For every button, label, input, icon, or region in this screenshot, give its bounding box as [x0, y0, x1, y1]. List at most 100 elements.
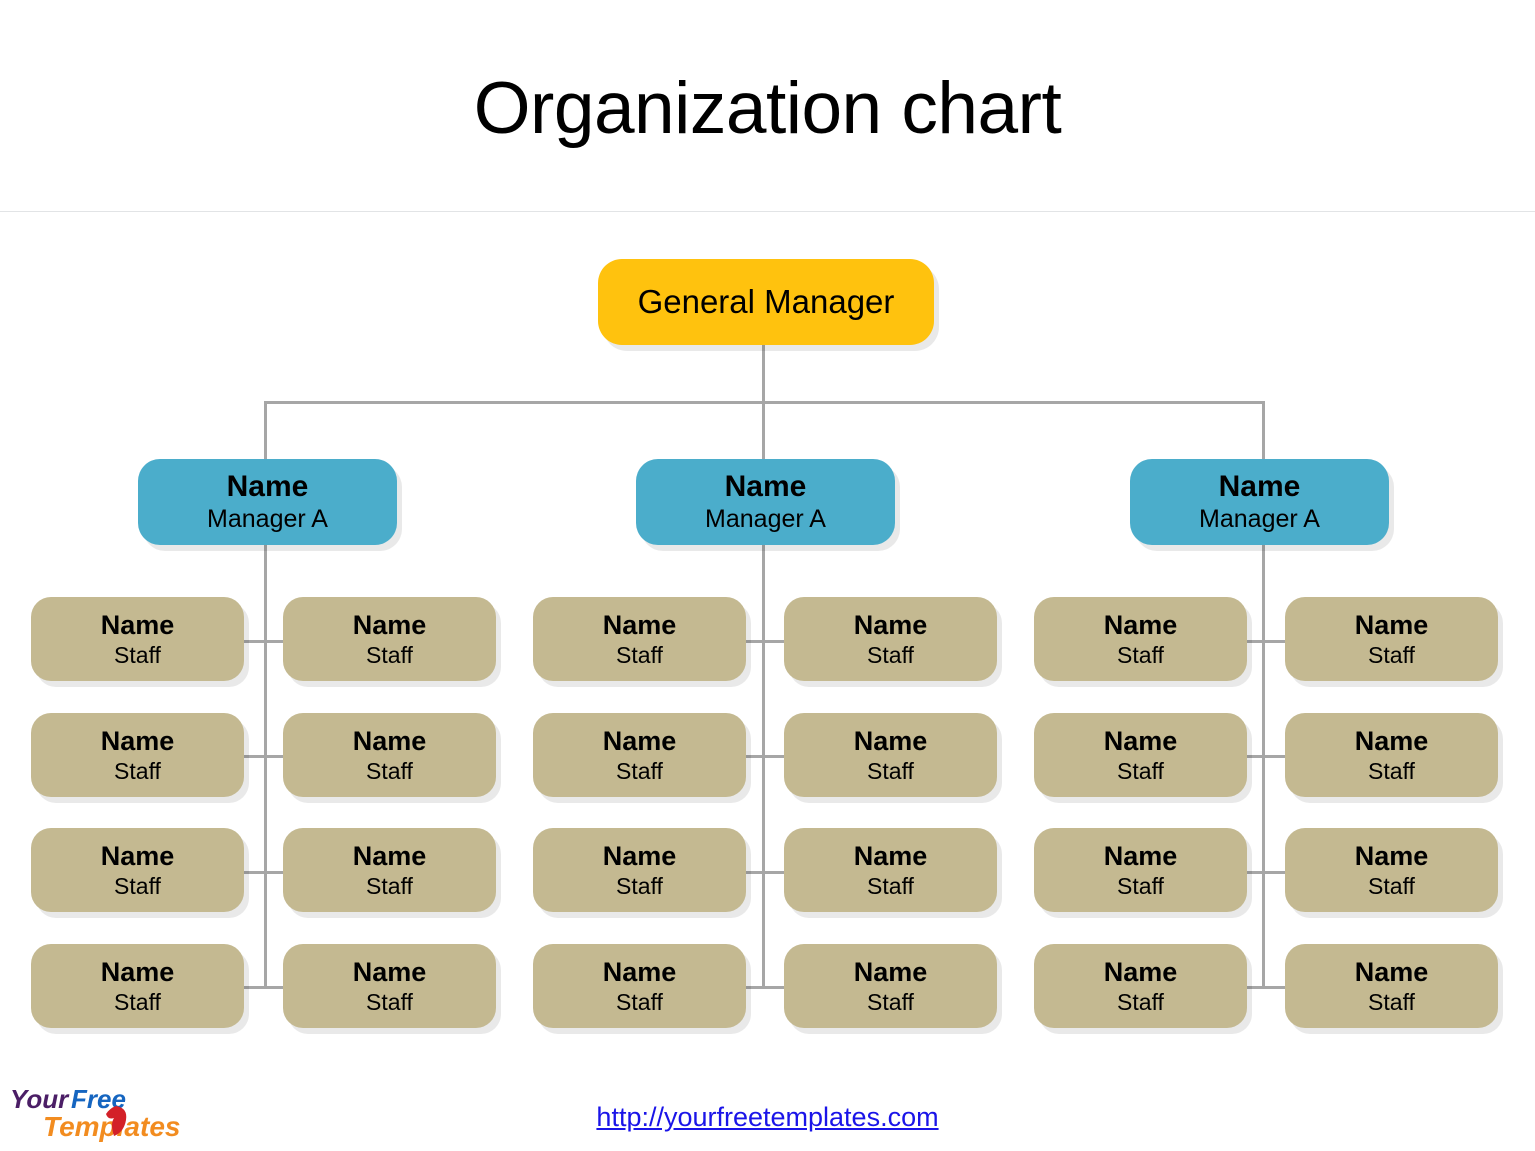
node-staff-g1-r1-c2[interactable]: Name Staff [283, 597, 496, 681]
node-staff-g2-r3-c1[interactable]: Name Staff [533, 828, 746, 912]
node-staff-role: Staff [1368, 641, 1415, 668]
site-url-link[interactable]: http://yourfreetemplates.com [596, 1102, 939, 1132]
node-staff-name: Name [602, 956, 677, 987]
node-staff-g1-r1-c1[interactable]: Name Staff [31, 597, 244, 681]
node-staff-role: Staff [114, 872, 161, 899]
node-staff-g2-r1-c1[interactable]: Name Staff [533, 597, 746, 681]
node-staff-role: Staff [1117, 988, 1164, 1015]
node-manager-2[interactable]: Name Manager A [636, 459, 895, 545]
connector-stub-g1-r3-right [264, 871, 290, 874]
node-staff-g3-r2-c1[interactable]: Name Staff [1034, 713, 1247, 797]
node-staff-role: Staff [366, 757, 413, 784]
node-manager-2-role: Manager A [705, 505, 826, 533]
node-staff-role: Staff [616, 988, 663, 1015]
node-manager-3-role: Manager A [1199, 505, 1320, 533]
node-staff-name: Name [853, 840, 928, 871]
connector-stub-g1-r1-right [264, 640, 290, 643]
node-manager-1[interactable]: Name Manager A [138, 459, 397, 545]
connector-spine-group-1 [264, 545, 267, 988]
node-staff-name: Name [100, 725, 175, 756]
node-staff-name: Name [602, 840, 677, 871]
node-manager-2-name: Name [724, 470, 807, 503]
node-staff-g2-r2-c1[interactable]: Name Staff [533, 713, 746, 797]
node-staff-g3-r3-c1[interactable]: Name Staff [1034, 828, 1247, 912]
node-staff-name: Name [100, 840, 175, 871]
node-staff-name: Name [352, 840, 427, 871]
node-staff-g3-r1-c1[interactable]: Name Staff [1034, 597, 1247, 681]
node-staff-g1-r2-c1[interactable]: Name Staff [31, 713, 244, 797]
node-staff-name: Name [100, 956, 175, 987]
connector-stub-g3-r2-left [1238, 755, 1264, 758]
node-manager-3[interactable]: Name Manager A [1130, 459, 1389, 545]
node-staff-g3-r1-c2[interactable]: Name Staff [1285, 597, 1498, 681]
node-staff-name: Name [1354, 609, 1429, 640]
connector-stub-g1-r4-left [240, 986, 266, 989]
connector-stub-g3-r3-left [1238, 871, 1264, 874]
node-staff-role: Staff [616, 872, 663, 899]
connector-stub-g1-r2-right [264, 755, 290, 758]
connector-stub-g1-r4-right [264, 986, 290, 989]
node-staff-role: Staff [366, 988, 413, 1015]
node-staff-role: Staff [1368, 872, 1415, 899]
node-staff-role: Staff [1368, 988, 1415, 1015]
node-staff-g1-r4-c1[interactable]: Name Staff [31, 944, 244, 1028]
node-staff-g1-r3-c2[interactable]: Name Staff [283, 828, 496, 912]
node-staff-name: Name [853, 956, 928, 987]
node-staff-g2-r1-c2[interactable]: Name Staff [784, 597, 997, 681]
node-general-manager[interactable]: General Manager [598, 259, 934, 345]
node-staff-name: Name [1103, 840, 1178, 871]
connector-drop-group-2 [762, 401, 765, 461]
node-staff-g2-r4-c1[interactable]: Name Staff [533, 944, 746, 1028]
node-staff-name: Name [1103, 725, 1178, 756]
connector-stub-g2-r1-right [762, 640, 788, 643]
node-staff-g3-r3-c2[interactable]: Name Staff [1285, 828, 1498, 912]
connector-stub-g3-r4-right [1262, 986, 1288, 989]
connector-drop-group-3 [1262, 401, 1265, 461]
node-staff-name: Name [1354, 956, 1429, 987]
node-staff-role: Staff [867, 757, 914, 784]
node-staff-role: Staff [114, 988, 161, 1015]
connector-stub-g2-r4-left [738, 986, 764, 989]
node-staff-g2-r3-c2[interactable]: Name Staff [784, 828, 997, 912]
node-staff-name: Name [853, 725, 928, 756]
node-staff-role: Staff [114, 757, 161, 784]
node-staff-g3-r4-c1[interactable]: Name Staff [1034, 944, 1247, 1028]
node-staff-g3-r2-c2[interactable]: Name Staff [1285, 713, 1498, 797]
node-staff-name: Name [100, 609, 175, 640]
connector-stub-g2-r2-left [738, 755, 764, 758]
node-staff-g1-r4-c2[interactable]: Name Staff [283, 944, 496, 1028]
node-staff-role: Staff [867, 641, 914, 668]
logo-artwork: Your Free Templates [10, 1084, 180, 1142]
node-staff-g2-r4-c2[interactable]: Name Staff [784, 944, 997, 1028]
node-staff-role: Staff [616, 641, 663, 668]
node-staff-g1-r2-c2[interactable]: Name Staff [283, 713, 496, 797]
connector-root-stem [762, 345, 765, 402]
node-staff-name: Name [352, 956, 427, 987]
yourfreetemplates-logo: Your Free Templates [8, 1082, 218, 1144]
node-staff-role: Staff [366, 872, 413, 899]
connector-drop-group-1 [264, 401, 267, 461]
node-staff-role: Staff [1117, 757, 1164, 784]
connector-stub-g2-r3-right [762, 871, 788, 874]
node-staff-name: Name [1354, 840, 1429, 871]
page-title: Organization chart [473, 68, 1062, 149]
node-staff-name: Name [602, 609, 677, 640]
node-manager-1-role: Manager A [207, 505, 328, 533]
connector-spine-group-2 [762, 545, 765, 988]
connector-stub-g1-r1-left [240, 640, 266, 643]
node-staff-g1-r3-c1[interactable]: Name Staff [31, 828, 244, 912]
node-manager-1-name: Name [226, 470, 309, 503]
node-staff-g2-r2-c2[interactable]: Name Staff [784, 713, 997, 797]
node-staff-role: Staff [1117, 872, 1164, 899]
connector-stub-g3-r2-right [1262, 755, 1288, 758]
connector-stub-g2-r4-right [762, 986, 788, 989]
node-staff-role: Staff [867, 988, 914, 1015]
connector-stub-g2-r3-left [738, 871, 764, 874]
node-staff-g3-r4-c2[interactable]: Name Staff [1285, 944, 1498, 1028]
node-staff-name: Name [1103, 956, 1178, 987]
node-staff-role: Staff [867, 872, 914, 899]
node-staff-role: Staff [1117, 641, 1164, 668]
connector-stub-g3-r3-right [1262, 871, 1288, 874]
connector-stub-g3-r4-left [1238, 986, 1264, 989]
